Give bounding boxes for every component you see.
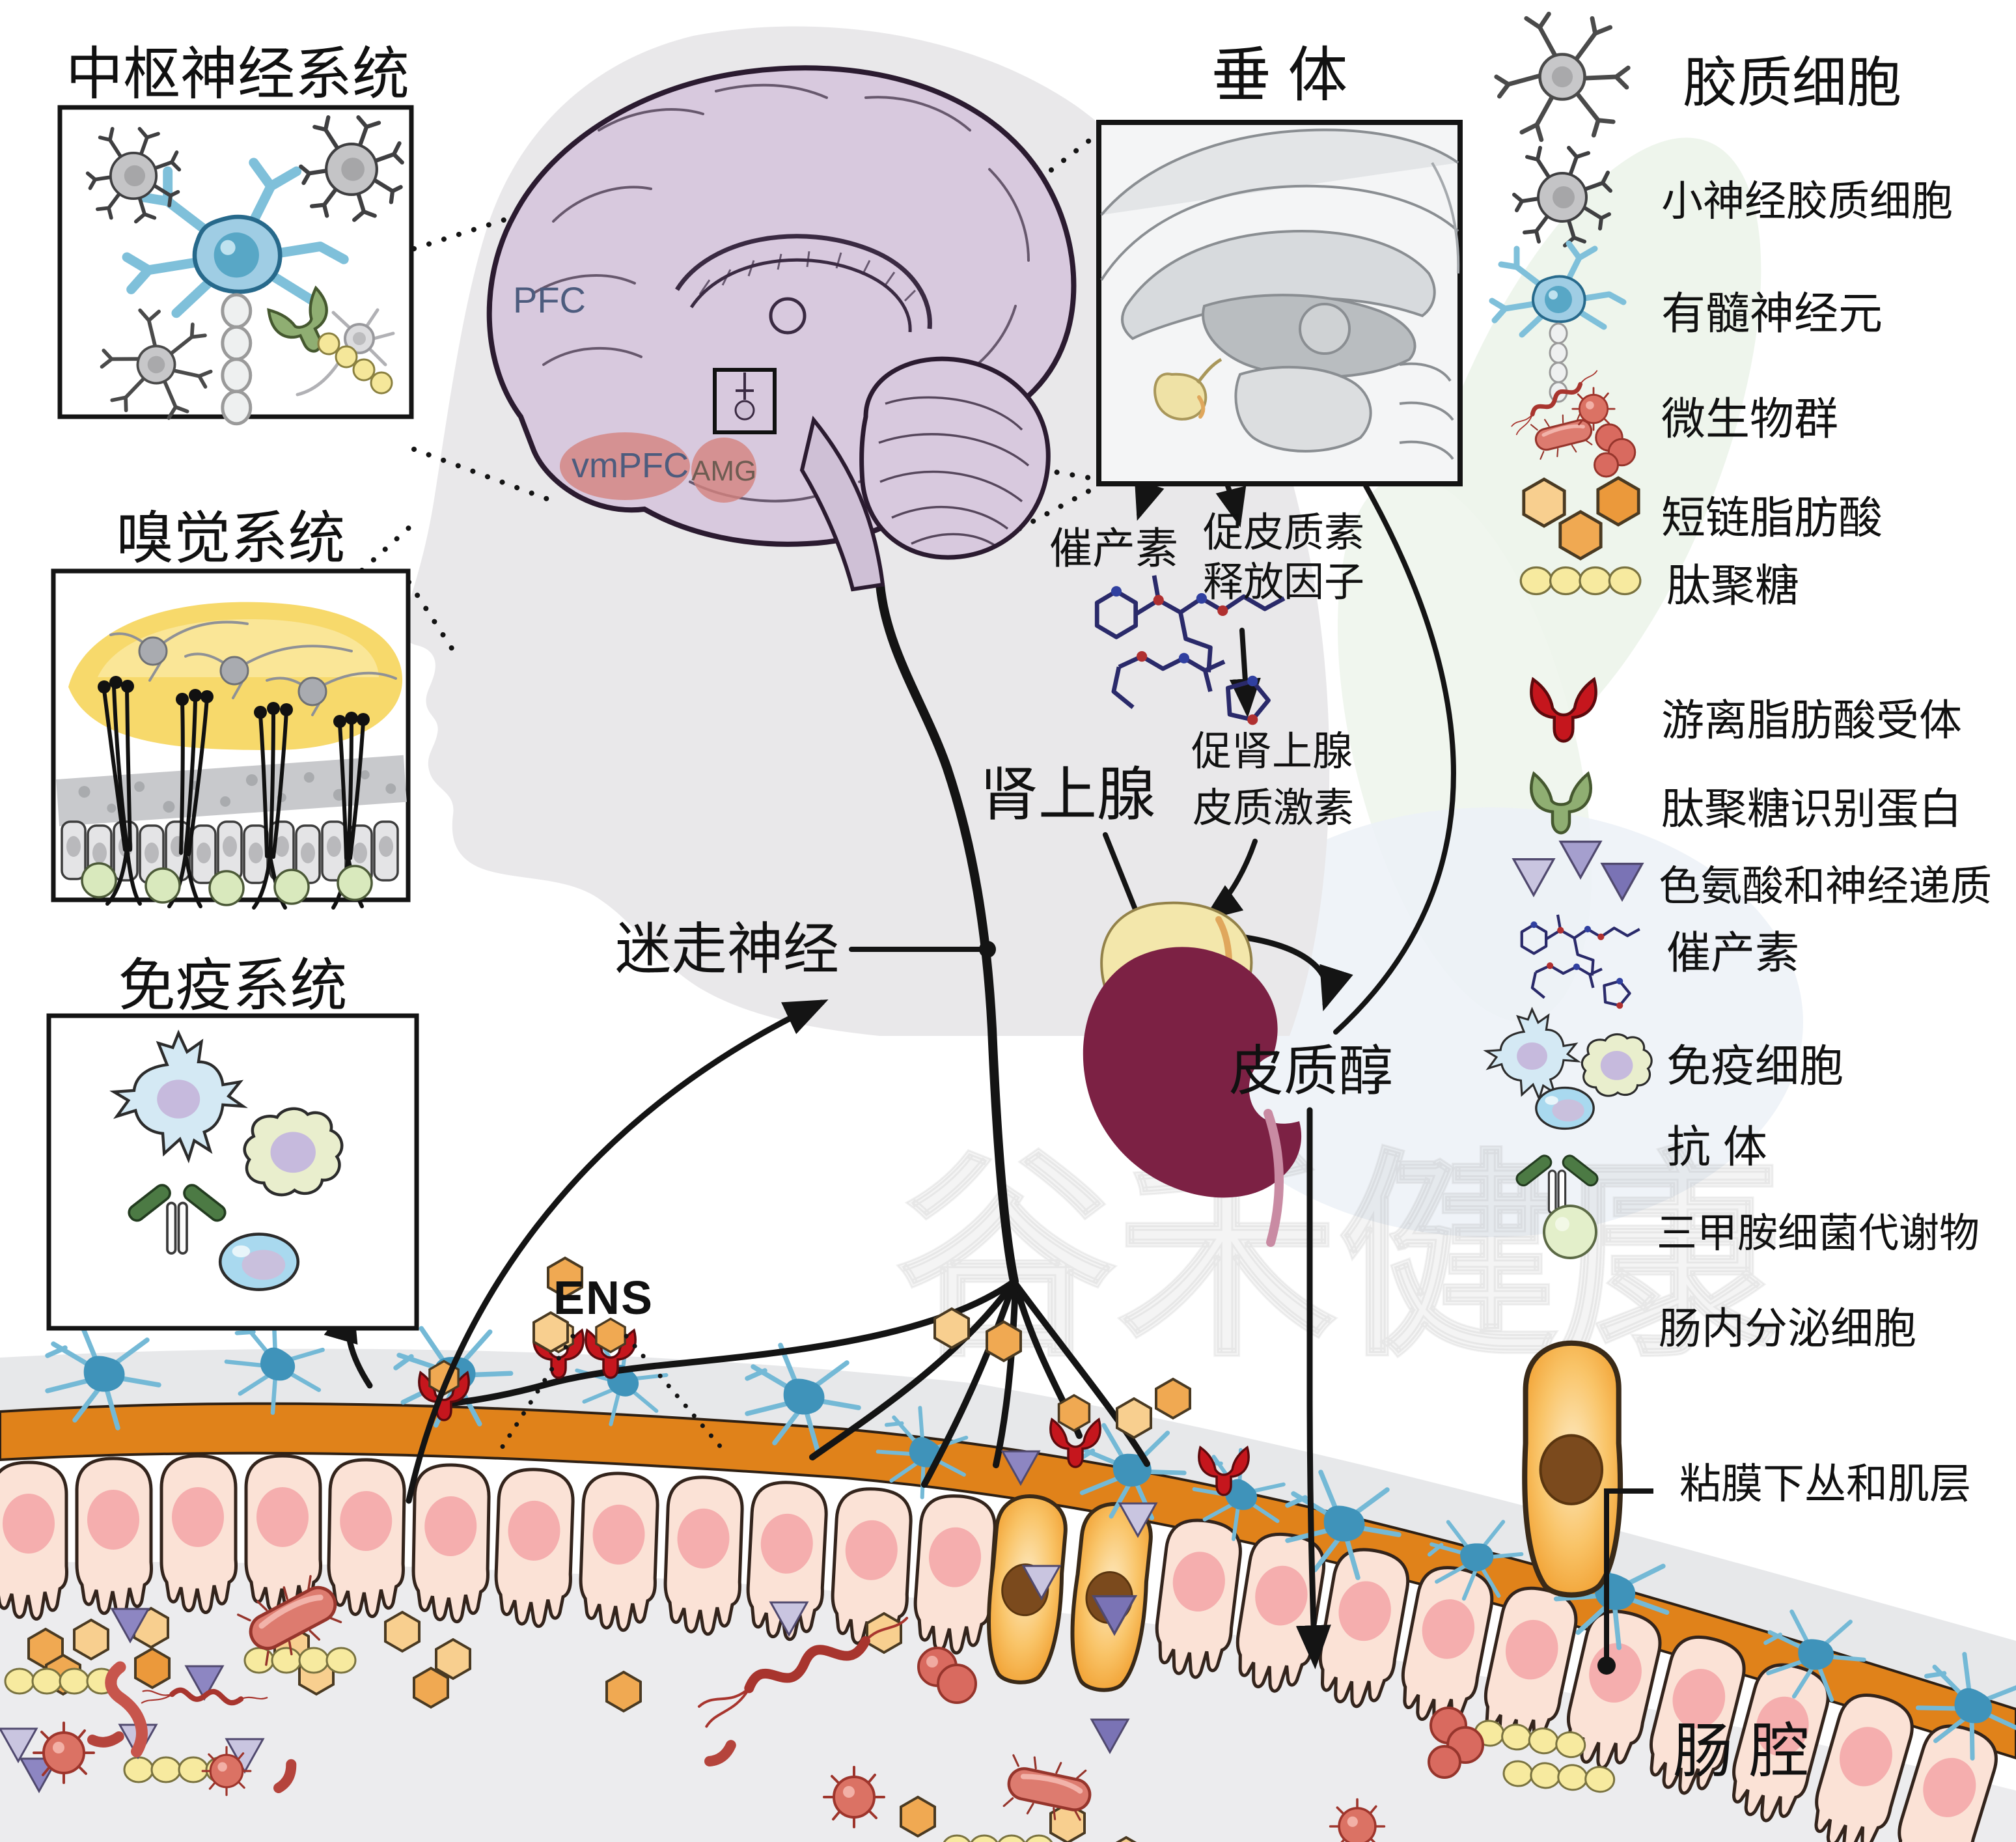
olfactory-box-title: 嗅觉系统 <box>116 506 346 570</box>
immune-box <box>46 1013 419 1331</box>
cortisol-label: 皮质醇 <box>1229 1040 1394 1102</box>
glial-cell-icon <box>1497 14 1628 139</box>
legend-label-antibody: 抗 体 <box>1666 1123 1767 1172</box>
lumen-label: 肠 腔 <box>1673 1718 1810 1785</box>
legend-label-submucosa: 粘膜下丛和肌层 <box>1679 1460 1971 1507</box>
ens-pointers <box>497 1333 726 1453</box>
acth-label-line1: 促肾上腺 <box>1191 729 1353 774</box>
legend-label-microglia: 小神经胶质细胞 <box>1661 178 1953 225</box>
adrenal-to-cortisol-arrow <box>1234 933 1353 1012</box>
pituitary-box-title: 垂 体 <box>1211 42 1348 109</box>
cortisol-to-gut-arrow <box>1295 1107 1331 1669</box>
pituitary-box <box>1096 120 1463 486</box>
cns-box-title: 中枢神经系统 <box>65 42 409 106</box>
mucosa-band <box>0 1402 2016 1760</box>
vagus-label: 迷走神经 <box>615 918 839 981</box>
amg-label: AMG <box>691 455 757 487</box>
vmpfc-label: vmPFC <box>572 446 689 485</box>
crf-label-line1: 促皮质素 <box>1203 510 1365 555</box>
adrenal-label: 肾上腺 <box>980 762 1155 828</box>
gut-to-brain-arrow <box>406 999 829 1504</box>
cns-box <box>57 105 414 429</box>
legend-label-oxytocin: 催产素 <box>1666 928 1800 978</box>
crf-label-line2: 释放因子 <box>1203 560 1365 605</box>
submucosa-icon <box>1597 1488 1653 1675</box>
legend-label-ffar: 游离脂肪酸受体 <box>1661 696 1962 744</box>
brain <box>486 65 1077 592</box>
acth-label-line2: 皮质激素 <box>1193 786 1355 831</box>
olfactory-neurons <box>102 685 365 910</box>
ens-label: ENS <box>553 1272 654 1324</box>
pfc-label: PFC <box>513 279 586 320</box>
legend-icons <box>1485 14 1653 1675</box>
legend-label-pgrp: 肽聚糖识别蛋白 <box>1661 785 1962 833</box>
legend-label-microbiota: 微生物群 <box>1661 395 1839 444</box>
watermark-text: 谷禾健康 <box>895 1135 1780 1382</box>
legend-label-peptidoglycan: 肽聚糖 <box>1666 561 1800 611</box>
kidney <box>1083 947 1302 1247</box>
crf-to-acth-arrow <box>1229 628 1261 718</box>
legend-label-tma: 三甲胺细菌代谢物 <box>1657 1211 1980 1256</box>
legend-label-enteroendocrine: 肠内分泌细胞 <box>1659 1304 1916 1352</box>
immune-box-title: 免疫系统 <box>118 953 348 1018</box>
olfactory-box <box>51 568 411 910</box>
oxytocin-label: 催产素 <box>1049 524 1178 572</box>
legend-label-immune-cells: 免疫细胞 <box>1666 1042 1844 1091</box>
legend-label-tryptophan: 色氨酸和神经递质 <box>1659 863 1992 910</box>
legend-label-scfa: 短链脂肪酸 <box>1661 494 1883 543</box>
legend-label-glial: 胶质细胞 <box>1683 52 1902 113</box>
tma-icon <box>1543 1205 1597 1259</box>
legend-label-myelinated-neuron: 有髓神经元 <box>1661 289 1883 339</box>
peptidoglycan-beads <box>317 332 393 395</box>
vagus-label-dot <box>979 941 996 958</box>
pituitary-to-cortisol-curve <box>1333 483 1456 1035</box>
olfactory-epithelium <box>61 820 399 884</box>
